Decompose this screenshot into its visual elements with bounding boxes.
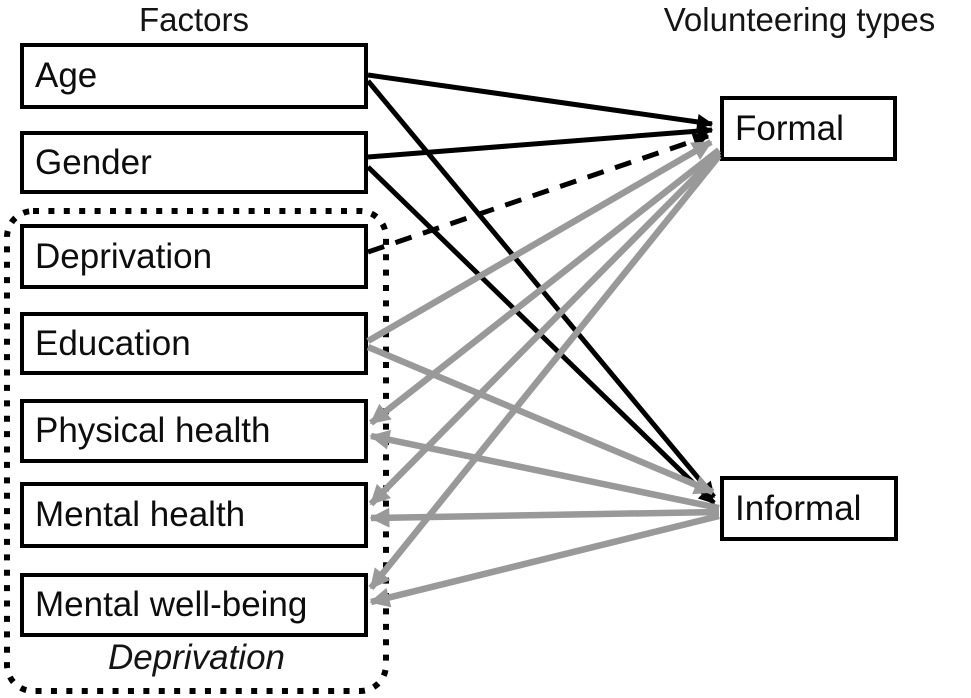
edge-informal-to-physical_health bbox=[369, 429, 720, 512]
deprivation-group-label: Deprivation bbox=[107, 638, 286, 677]
factor-label-mental-health: Mental health bbox=[35, 495, 246, 534]
volunteering-types-column-title: Volunteering types bbox=[663, 1, 936, 38]
factor-label-deprivation: Deprivation bbox=[35, 236, 213, 276]
factor-label-mental-well-being: Mental well-being bbox=[35, 585, 308, 624]
factor-box-mental-well-being: Mental well-being bbox=[20, 573, 368, 637]
factor-label-education: Education bbox=[35, 323, 191, 363]
type-box-formal: Formal bbox=[720, 96, 897, 161]
edge-age-to-informal bbox=[366, 79, 716, 499]
factor-box-gender: Gender bbox=[20, 131, 368, 194]
factor-box-deprivation: Deprivation bbox=[20, 224, 368, 289]
edge-deprivation-to-formal bbox=[367, 133, 710, 255]
type-label-informal: Informal bbox=[735, 488, 862, 528]
edges-group bbox=[366, 72, 722, 608]
type-label-formal: Formal bbox=[735, 108, 844, 148]
edge-formal-to-mental_well_being bbox=[368, 153, 722, 591]
edge-gender-to-formal bbox=[367, 123, 714, 160]
edge-education-to-formal bbox=[366, 139, 713, 344]
edge-informal-to-mental_health bbox=[369, 507, 720, 528]
factor-box-education: Education bbox=[20, 312, 368, 375]
edge-formal-to-mental_health bbox=[368, 150, 722, 507]
factors-column-title: Factors bbox=[138, 1, 250, 38]
factor-box-age: Age bbox=[20, 43, 368, 109]
type-box-informal: Informal bbox=[720, 476, 898, 541]
edge-formal-to-physical_health bbox=[368, 147, 722, 426]
edge-informal-to-mental_well_being bbox=[369, 512, 720, 608]
edge-age-to-formal bbox=[367, 72, 714, 130]
edge-gender-to-informal bbox=[366, 165, 716, 505]
factor-box-physical-health: Physical health bbox=[20, 399, 368, 463]
factor-label-age: Age bbox=[35, 56, 98, 95]
factor-label-physical-health: Physical health bbox=[35, 411, 271, 450]
factor-box-mental-health: Mental health bbox=[20, 482, 368, 548]
edge-education-to-informal bbox=[366, 344, 715, 495]
factor-label-gender: Gender bbox=[35, 142, 152, 182]
